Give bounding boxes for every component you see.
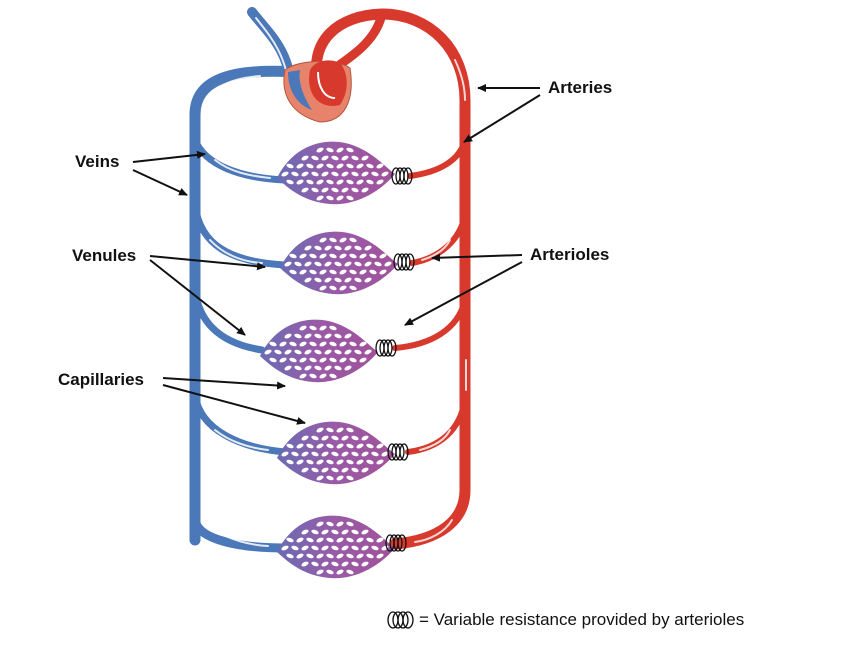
capillary-bed [277,141,395,205]
vein-trunk [189,65,301,546]
label-arterioles: Arterioles [530,245,610,264]
label-arteries: Arteries [548,78,613,97]
label-veins: Veins [75,152,120,171]
coil-icon [375,339,397,357]
veins-group [189,7,301,553]
arrow-capillaries-1 [162,377,286,390]
coil-icon [391,167,413,185]
artery-branch-3 [392,297,468,351]
vein-branch-2 [191,201,289,269]
arrow-veins-1 [132,150,206,163]
capillary-bed [277,515,395,579]
vein-branch-3 [191,286,266,354]
label-capillaries: Capillaries [58,370,144,389]
arrow-capillaries-2 [162,384,306,425]
heart [283,60,352,123]
coil-icon [393,253,415,271]
capillary-bed [260,319,378,383]
coil-icon [387,611,414,629]
arrow-arterioles-2 [404,261,523,326]
vein-branch-5 [190,515,290,553]
coil-icon [387,443,409,461]
capillary-bed [277,421,395,485]
artery-branch-2 [409,212,468,266]
arrow-veins-2 [132,169,188,196]
label-venules: Venules [72,246,137,265]
coil-icon [385,534,407,552]
legend-text: = Variable resistance provided by arteri… [419,610,745,629]
artery-branch-1 [407,137,468,179]
legend: = Variable resistance provided by arteri… [385,609,744,631]
arrow-venules-1 [149,255,266,271]
capillary-bed [280,231,398,295]
arrow-arterioles-1 [431,253,523,262]
arrow-arteries-2 [463,94,541,143]
vein-branch-1 [191,136,289,184]
vein-branch-4 [191,391,289,456]
arrow-venules-2 [149,259,246,336]
